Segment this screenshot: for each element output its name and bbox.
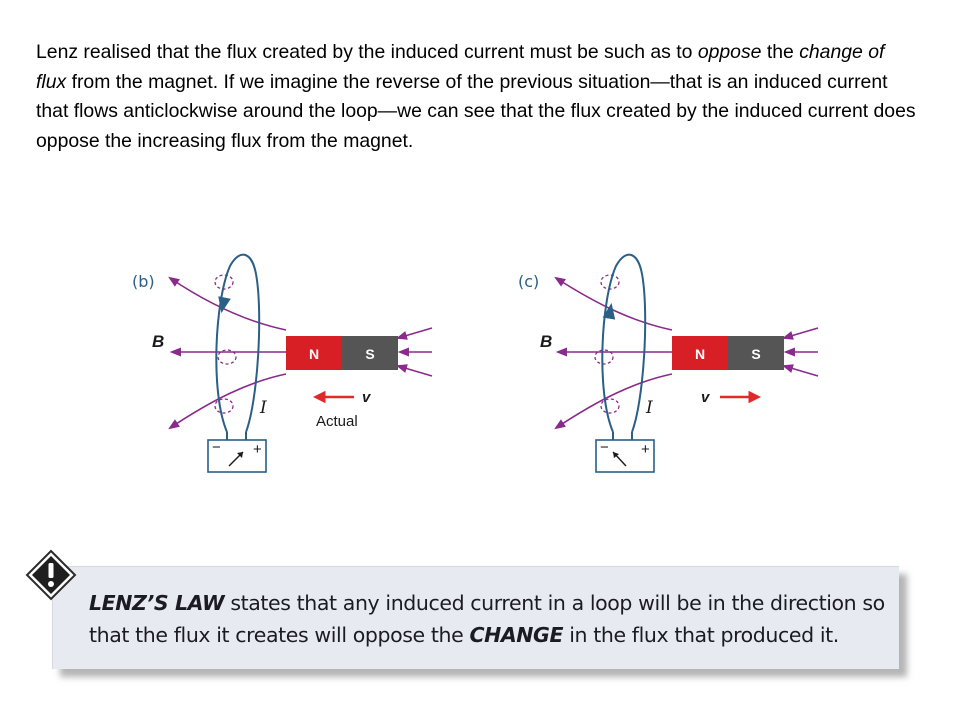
- para-part-5: from the magnet. If we imagine the rever…: [36, 70, 916, 152]
- figure-b-caption: Actual: [316, 413, 358, 430]
- lenz-law-term: LENZ’S LAW: [89, 591, 225, 615]
- figure-b: (b) B I −: [132, 253, 433, 473]
- figure-b-velocity-label: v: [362, 389, 372, 406]
- lenz-law-callout: LENZ’S LAW states that any induced curre…: [52, 566, 899, 669]
- figure-b-south: S: [365, 346, 374, 362]
- lenz-law-part-1: states that any induced current in a loo…: [89, 591, 885, 647]
- figure-b-plus: +: [253, 441, 262, 458]
- figure-c-north: N: [695, 346, 705, 362]
- exclamation-diamond-icon: [24, 548, 78, 602]
- figure-c-plus: +: [641, 441, 650, 458]
- figure-c-south: S: [751, 346, 760, 362]
- figure-b-label: (b): [132, 272, 155, 291]
- lenz-law-part-2: in the flux that produced it.: [563, 623, 839, 647]
- figure-c-label: (c): [518, 272, 539, 291]
- explanation-paragraph: Lenz realised that the flux created by t…: [36, 38, 916, 156]
- figure-b-wire-loop: [215, 253, 261, 445]
- figure-b-galvanometer: − +: [207, 439, 267, 473]
- lenz-diagrams: (b) B I −: [132, 253, 819, 473]
- figure-b-north: N: [309, 346, 319, 362]
- lenz-law-change: CHANGE: [469, 623, 564, 647]
- lenz-law-statement: LENZ’S LAW states that any induced curre…: [89, 587, 889, 651]
- figure-c-magnet: N S: [672, 336, 784, 370]
- figure-b-magnet: N S: [286, 336, 398, 370]
- figure-c-galvanometer: − +: [595, 439, 655, 473]
- figure-c-velocity-label: v: [701, 389, 711, 406]
- figure-c-wire-loop: [601, 253, 647, 445]
- figure-c-current-label: I: [645, 398, 653, 418]
- figure-b-field-label: B: [152, 332, 164, 351]
- figure-c: (c) B I − +: [518, 253, 819, 473]
- figure-b-current-label: I: [259, 398, 267, 418]
- para-part-1: Lenz realised that the flux created by t…: [36, 41, 698, 63]
- figure-c-minus: −: [600, 439, 609, 456]
- para-emph-change: change of flux: [36, 41, 885, 93]
- para-emph-oppose: oppose: [697, 41, 762, 63]
- figure-c-field-label: B: [540, 332, 552, 351]
- figure-c-field-lines: [554, 276, 819, 430]
- para-part-3: the: [761, 41, 800, 63]
- figure-b-minus: −: [212, 439, 221, 456]
